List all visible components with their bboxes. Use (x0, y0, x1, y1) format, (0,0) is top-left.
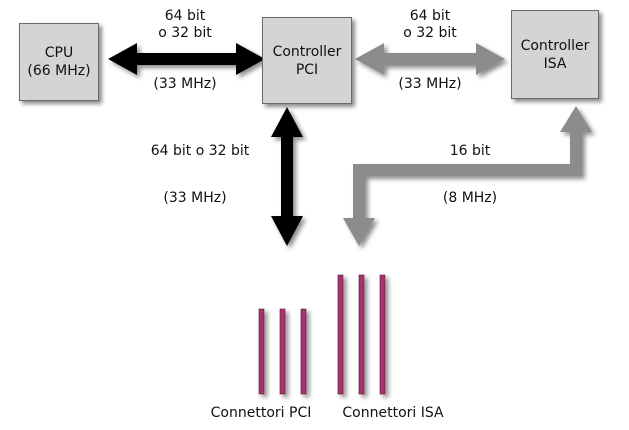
isa-slot-group (337, 274, 386, 395)
pci-slot (279, 308, 286, 395)
pci-controller-line2: PCI (295, 61, 319, 78)
cpu-pci-width-line1: 64 bit (164, 8, 206, 24)
cpu-box-clock: (66 MHz) (27, 63, 91, 79)
isa-slots-clock-label: (8 MHz) (442, 190, 498, 206)
pci-slot (258, 308, 265, 395)
pci-slots-label: Connettori PCI (210, 405, 312, 421)
isa-slots-width-label: 16 bit (449, 143, 491, 159)
isa-slot (358, 274, 365, 395)
cpu-pci-clock-label: (33 MHz) (153, 76, 217, 92)
isa-slot (379, 274, 386, 395)
pci-slot (300, 308, 307, 395)
cpu-pci-width-label: 64 bit o 32 bit (140, 8, 230, 42)
pci-slots-clock-label: (33 MHz) (163, 190, 227, 206)
isa-slots-label: Connettori ISA (342, 405, 444, 421)
pci-isa-width-line2: o 32 bit (403, 25, 457, 41)
cpu-pci-bus-arrow (108, 43, 265, 75)
pci-isa-width-line1: 64 bit (409, 8, 451, 24)
pci-controller-line1: Controller (272, 43, 342, 60)
pci-slots-width-label: 64 bit o 32 bit (150, 143, 250, 159)
pci-slot-group (258, 308, 307, 395)
pci-isa-clock-label: (33 MHz) (398, 76, 462, 92)
isa-controller-line2: ISA (543, 55, 567, 72)
isa-controller-line1: Controller (520, 37, 590, 54)
cpu-pci-width-line2: o 32 bit (158, 25, 212, 41)
pci-isa-bus-arrow (355, 43, 505, 75)
pci-slots-bus-arrow (271, 107, 303, 246)
pci-isa-width-label: 64 bit o 32 bit (385, 8, 475, 42)
isa-slot (337, 274, 344, 395)
cpu-box-title: CPU (44, 45, 74, 61)
pci-controller-box: Controller PCI (262, 17, 352, 104)
isa-slots-bus-arrow (343, 106, 592, 246)
isa-controller-box: Controller ISA (511, 10, 599, 99)
cpu-box: CPU (66 MHz) (19, 23, 99, 101)
